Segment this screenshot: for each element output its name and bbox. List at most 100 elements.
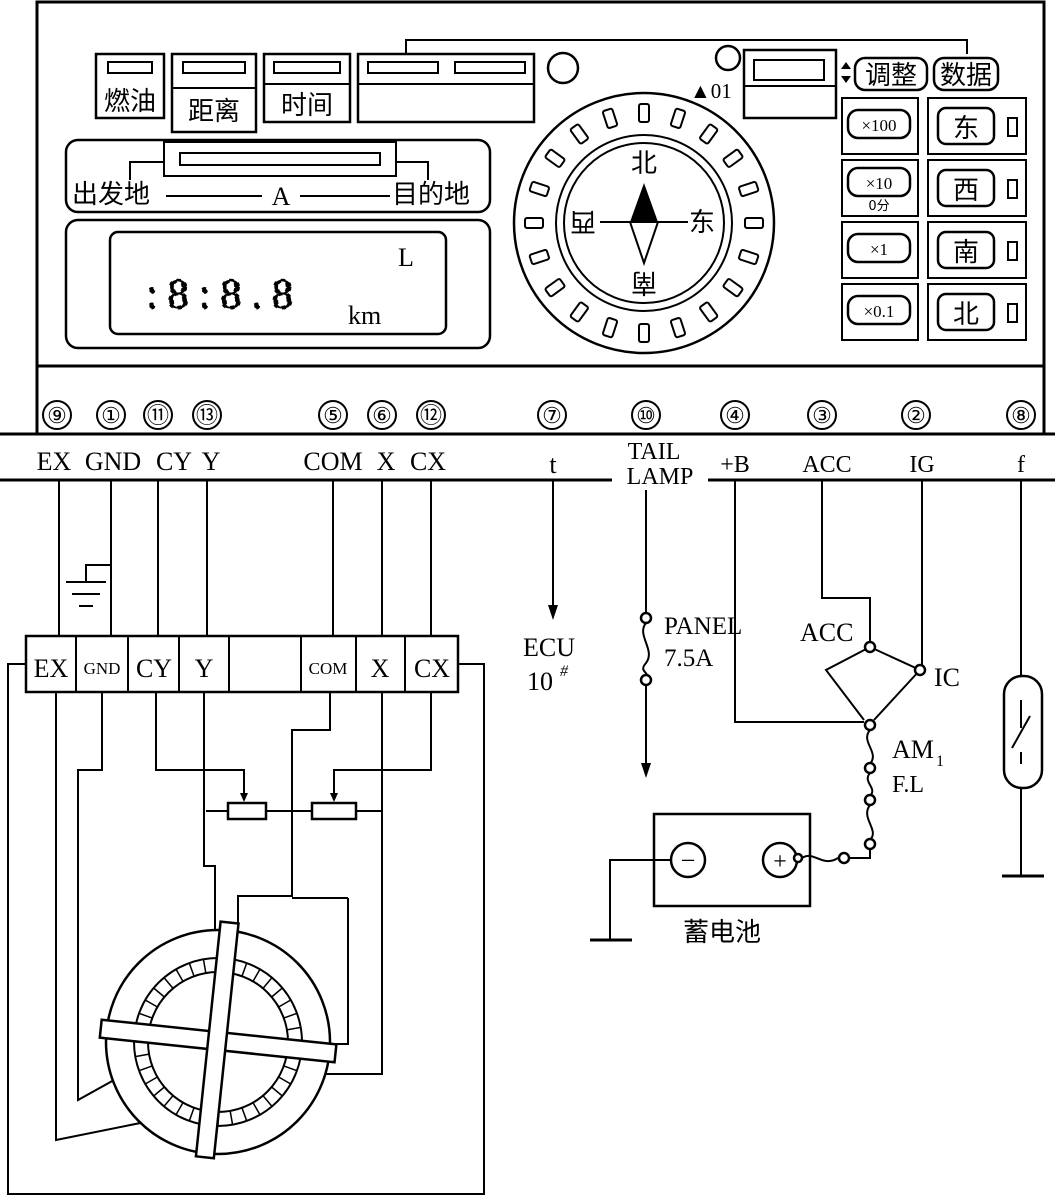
coil-winding xyxy=(278,999,292,1008)
svg-text:⑨: ⑨ xyxy=(47,403,67,428)
x10-label: ×10 xyxy=(866,174,893,193)
coil-winding xyxy=(252,1102,261,1116)
coil-winding xyxy=(175,968,184,982)
compass-tick-ring xyxy=(524,103,764,343)
north-led-icon xyxy=(1007,303,1018,323)
resistor-1-icon xyxy=(226,801,268,821)
pin-label-acc: ACC xyxy=(802,452,851,478)
terminal-cy: CY xyxy=(136,654,172,683)
sensor-internal-wiring xyxy=(7,663,485,1195)
coil-winding xyxy=(138,1012,153,1019)
west-button[interactable] xyxy=(936,168,996,208)
svg-text:⑤: ⑤ xyxy=(323,403,343,428)
x0.1-label: ×0.1 xyxy=(864,302,895,321)
x0.1-button[interactable] xyxy=(846,294,912,326)
pin-number: ① xyxy=(96,400,126,430)
multiplier-buttons: ×100 ×10 0分 ×1 ×0.1 xyxy=(841,97,919,341)
compass-tick xyxy=(638,323,650,343)
coil-winding xyxy=(271,987,283,998)
compass-tick xyxy=(699,123,719,145)
south-button[interactable] xyxy=(936,230,996,270)
x10-button[interactable] xyxy=(846,166,912,198)
svg-text:⑩: ⑩ xyxy=(636,403,656,428)
pin-number: ⑨ xyxy=(42,400,72,430)
compass-tick xyxy=(601,107,619,129)
pin-label-gnd: GND xyxy=(85,447,141,476)
compass-tick xyxy=(544,148,566,168)
instrument-panel: 燃油 距离 时间 ▲01 xyxy=(35,0,1046,436)
point-a-label: A xyxy=(272,182,291,211)
x1-button[interactable] xyxy=(846,232,912,264)
coil-winding xyxy=(283,1065,298,1072)
compass-tick xyxy=(638,103,650,123)
compass-tick xyxy=(669,317,687,339)
svg-text:⑫: ⑫ xyxy=(420,403,442,428)
compass-tick xyxy=(744,217,764,229)
adjust-button[interactable]: 调整 xyxy=(853,56,929,92)
east-button[interactable] xyxy=(936,106,996,146)
coil-winding xyxy=(271,1086,283,1097)
ecu-wire: ECU 10 # xyxy=(523,480,575,696)
distance-button[interactable]: 距离 xyxy=(170,52,258,134)
pin-number: ⑫ xyxy=(416,400,446,430)
ecu-superscript: # xyxy=(560,663,569,680)
toroid-coil-icon xyxy=(98,920,338,1160)
pin-number: ⑪ xyxy=(143,400,173,430)
coil-winding xyxy=(175,1102,184,1116)
destination-label: 目的地 xyxy=(392,180,470,210)
round-indicator-left xyxy=(546,51,580,85)
north-needle-icon xyxy=(630,183,658,222)
pin-label-b-plus: +B xyxy=(720,452,750,478)
time-button[interactable]: 时间 xyxy=(262,52,352,124)
x100-button[interactable] xyxy=(846,108,912,140)
x1-label: ×1 xyxy=(870,240,888,259)
west-button-label: 西 xyxy=(953,176,979,206)
zero-min-label: 0分 xyxy=(868,199,889,214)
pin-number: ④ xyxy=(720,400,750,430)
pin-number: ⑤ xyxy=(318,400,348,430)
east-button-label: 东 xyxy=(953,114,979,144)
pin-number: ⑬ xyxy=(192,400,222,430)
battery-icon: − + 蓄电池 xyxy=(590,812,851,948)
adjust-label: 调整 xyxy=(865,61,917,91)
small-display xyxy=(742,48,838,120)
am1-label: AM xyxy=(892,735,934,764)
svg-text:⑪: ⑪ xyxy=(147,403,169,428)
south-needle-icon xyxy=(628,221,660,267)
digital-display: L km :8:8.8 xyxy=(64,218,492,350)
route-box: 出发地 A 目的地 xyxy=(64,138,492,214)
ignition-circuit: ACC IC AM 1 F.L xyxy=(734,480,960,859)
unit-l-label: L xyxy=(398,243,414,272)
coil-winding xyxy=(163,977,174,989)
compass-west-label: 西 xyxy=(570,206,596,236)
svg-text:④: ④ xyxy=(725,403,745,428)
distance-label: 距离 xyxy=(188,97,240,127)
coil-winding xyxy=(138,1065,153,1072)
compass-tick xyxy=(528,248,550,266)
pin-label-ig: IG xyxy=(909,452,934,478)
pin-label-y: Y xyxy=(202,447,221,476)
battery-label: 蓄电池 xyxy=(683,918,761,948)
terminal-x: X xyxy=(371,654,390,683)
fuel-button[interactable]: 燃油 xyxy=(94,52,166,120)
compass: 北 南 东 西 xyxy=(512,91,776,355)
coil-winding xyxy=(283,1012,298,1019)
blank-button[interactable] xyxy=(356,52,536,124)
coil-winding xyxy=(153,987,165,998)
fuse-icon xyxy=(642,622,650,678)
south-led-icon xyxy=(1007,241,1018,261)
north-button[interactable] xyxy=(936,292,996,332)
pin-number: ⑦ xyxy=(537,400,567,430)
data-button[interactable]: 数据 xyxy=(932,56,1000,92)
display-value: :8:8.8 xyxy=(146,272,303,318)
battery-minus: − xyxy=(681,846,696,875)
svg-text:③: ③ xyxy=(812,403,832,428)
compass-tick xyxy=(738,180,760,198)
svg-text:①: ① xyxy=(101,403,121,428)
coil-winding xyxy=(229,1110,234,1125)
pin-label-t: t xyxy=(549,450,557,479)
compass-south-label: 南 xyxy=(631,267,657,297)
compass-north-label: 北 xyxy=(631,149,657,179)
svg-text:⑥: ⑥ xyxy=(372,403,392,428)
ecu-number: 10 xyxy=(527,667,553,696)
